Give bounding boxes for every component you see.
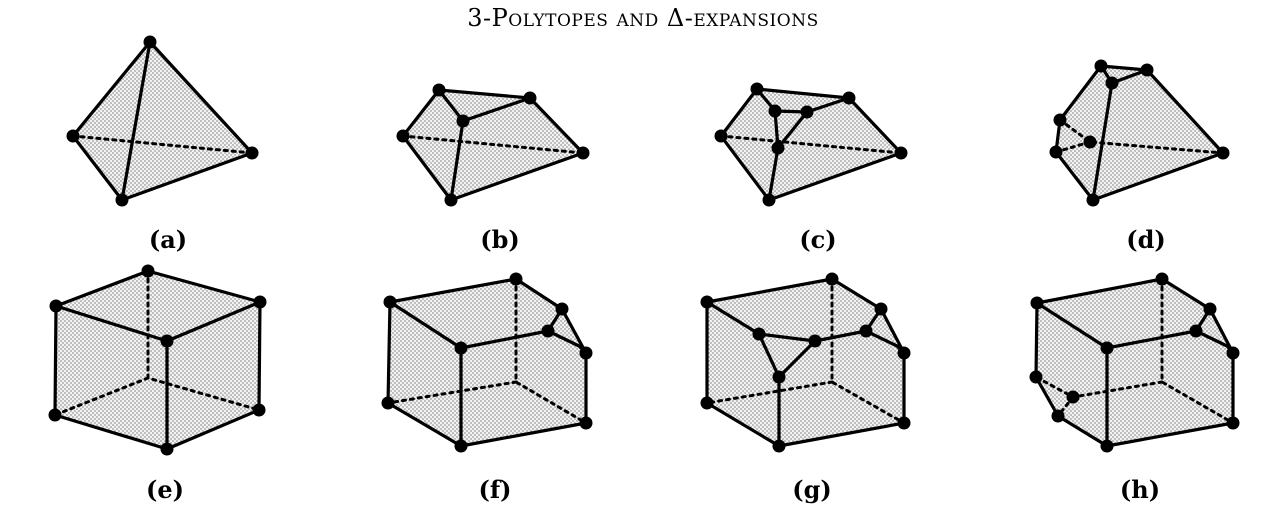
panel-a-tetrahedron: (a) [66,35,259,254]
vertices [48,264,267,456]
vertices [1049,59,1230,207]
vertices [700,272,911,453]
panel-label-f: (f) [478,475,511,504]
vertices [714,82,908,207]
panel-label-a: (a) [149,225,187,254]
panel-c-truncated-triangle: (c) [714,82,908,254]
panel-label-e: (e) [146,475,184,504]
panel-label-c: (c) [799,225,836,254]
panel-label-g: (g) [792,475,832,504]
panel-label-h: (h) [1120,475,1160,504]
figure-title: 3-Polytopes and Δ-expansions [467,4,819,32]
panel-h-expansion: (h) [1029,272,1240,504]
panel-e-cube: (e) [48,264,267,504]
vertices [381,272,593,453]
panel-g-double-truncation: (g) [700,272,911,504]
vertices [66,35,259,207]
vertices [1029,272,1240,453]
panel-label-b: (b) [480,225,520,254]
panel-label-d: (d) [1126,225,1166,254]
panel-f-truncated-cube: (f) [381,272,593,504]
panel-d-expansion: (d) [1049,59,1230,254]
vertices [396,83,590,207]
panel-b-truncated-vertex: (b) [396,83,590,254]
